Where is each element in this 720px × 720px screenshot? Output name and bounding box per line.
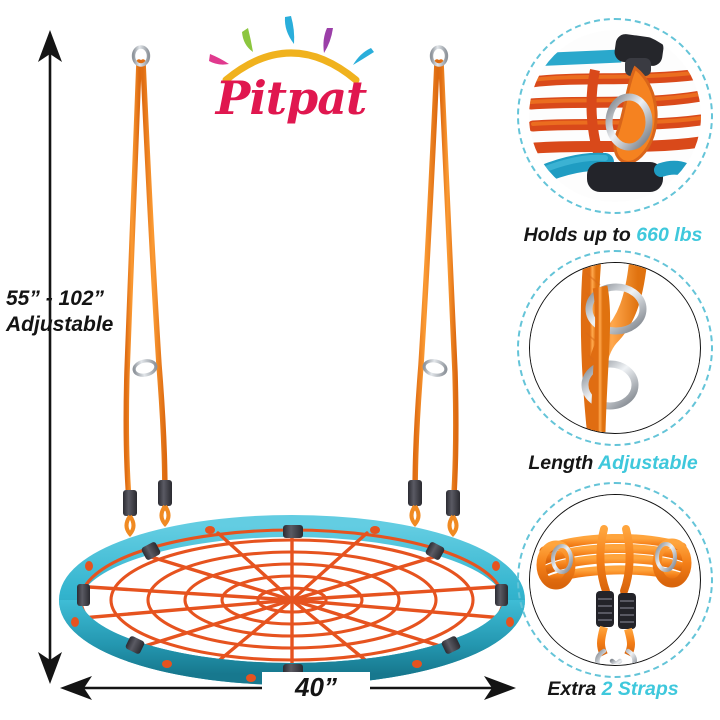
adjuster-left-outer [123, 490, 137, 538]
rope-hook-photo [529, 30, 701, 202]
rope-right-bundle [412, 45, 459, 515]
mid-ring-left-icon [132, 359, 158, 377]
length-text: Length [528, 452, 598, 474]
arrowhead-left-icon [60, 676, 92, 700]
straps-text: Extra [547, 678, 602, 700]
arrowhead-up-icon [38, 30, 62, 62]
top-ring-left-icon [131, 45, 151, 67]
feature-caption-straps: Extra 2 Straps [508, 678, 718, 701]
length-highlight: Adjustable [598, 452, 698, 474]
photo-clip-circle [529, 30, 701, 202]
height-dimension-arrow [38, 30, 62, 684]
width-dimension-label: 40” [262, 672, 370, 703]
arrowhead-right-icon [484, 676, 516, 700]
height-value: 55” - 102” [6, 287, 105, 310]
arrowhead-down-icon [38, 652, 62, 684]
height-dimension-label: 55” - 102” Adjustable [6, 286, 126, 338]
photo-clip-circle [529, 494, 701, 666]
ray-magenta-icon [209, 54, 229, 65]
height-adjustable-label: Adjustable [6, 313, 114, 336]
capacity-text: Holds up to [523, 224, 637, 246]
top-ring-right-icon [429, 45, 449, 67]
strap-adjusters [596, 591, 636, 629]
brand-logo: Pitpat [196, 14, 386, 126]
straps-highlight: 2 Straps [601, 678, 679, 700]
ray-cyan-icon [284, 16, 295, 44]
mid-ring-right-icon [422, 359, 448, 377]
ray-purple-icon [323, 28, 333, 53]
feature-image-capacity [517, 18, 713, 214]
adjuster-right-outer [446, 490, 460, 538]
ray-teal-icon [353, 48, 374, 65]
rope-left-bundle [123, 45, 168, 515]
ray-green-icon [242, 28, 253, 52]
adjuster-right-inner [408, 480, 422, 528]
logo-sun-icon [209, 16, 374, 84]
feature-image-straps [517, 482, 713, 678]
logo-arc [222, 49, 360, 84]
feature-image-length [517, 250, 713, 446]
suspension-ropes [123, 45, 459, 515]
photo-clip-circle [529, 262, 701, 434]
dashed-circle-border [517, 482, 713, 678]
rope-adjusters [123, 480, 460, 538]
adjuster-left-inner [158, 480, 172, 528]
feature-caption-capacity: Holds up to 660 lbs [508, 224, 718, 247]
capacity-highlight: 660 lbs [636, 224, 703, 246]
rope-rings-photo [530, 263, 699, 433]
feature-caption-length: Length Adjustable [508, 452, 718, 475]
dashed-circle-border [517, 250, 713, 446]
straps-photo [530, 495, 699, 665]
dashed-circle-border [517, 18, 713, 214]
brand-wordmark: Pitpat [215, 71, 368, 125]
product-illustration [59, 45, 525, 685]
